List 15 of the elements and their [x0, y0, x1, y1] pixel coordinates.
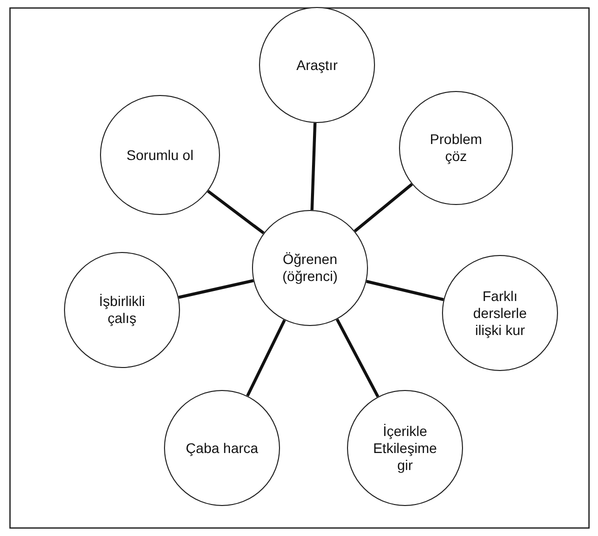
node-label: Problem çöz — [428, 131, 484, 165]
node-label: Sorumlu ol — [126, 146, 194, 164]
connector-line — [336, 318, 380, 398]
connector-line — [354, 183, 413, 232]
node-label: İşbirlikli çalış — [98, 293, 146, 327]
connector-line — [246, 319, 286, 397]
node-label: Çaba harca — [186, 440, 258, 456]
connector-line — [178, 279, 254, 299]
node-label: İçerikle Etkileşime gir — [372, 422, 438, 474]
node-label: Araştır — [296, 56, 338, 74]
node-label: Öğrenen (öğrenci) — [281, 251, 339, 285]
node-label: Farklı derslerle ilişki kur — [472, 288, 528, 338]
connector-line — [310, 122, 316, 210]
connector-line — [207, 190, 265, 234]
connector-line — [366, 280, 444, 302]
